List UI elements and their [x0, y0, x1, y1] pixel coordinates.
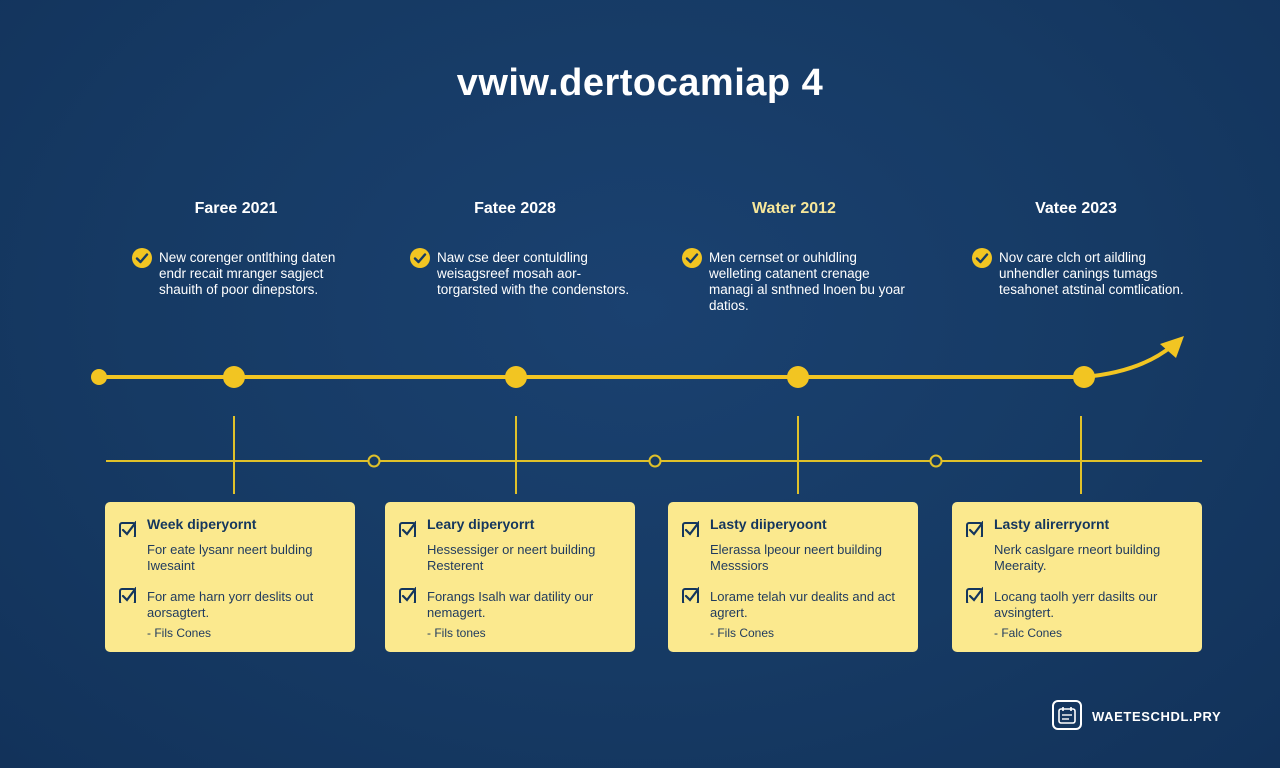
check-circle-icon: [972, 248, 992, 268]
midpoint-dot-1: [367, 454, 381, 468]
card-item: Locang taolh yerr dasilts our avsingtert…: [994, 589, 1158, 620]
card-description: For eate lysanr neert bulding Iwesaint: [147, 542, 313, 573]
milestone-dot-4: [1073, 366, 1095, 388]
card-item: For ame harn yorr deslits out aorsagtert…: [147, 589, 314, 620]
milestone-dot-1: [223, 366, 245, 388]
check-circle-icon: [682, 248, 702, 268]
card-description: Nerk caslgare rneort building Meeraity.: [994, 542, 1161, 573]
card-item: Lorame telah vur dealits and act agrert.: [710, 589, 895, 620]
milestone-card-2: Leary diperyorrt Hessessiger or neert bu…: [385, 502, 635, 652]
check-circle-icon: [132, 248, 152, 268]
checkbox-icon: [966, 520, 983, 537]
card-files: - Falc Cones: [994, 626, 1063, 640]
checkbox-icon: [966, 586, 983, 603]
checkbox-icon: [682, 586, 699, 603]
milestone-card-1: Week diperyornt For eate lysanr neert bu…: [105, 502, 355, 652]
card-files: - Fils tones: [427, 626, 486, 640]
page-title: vwiw.dertocamiap 4: [456, 62, 824, 104]
timeline-start-dot: [91, 369, 107, 385]
calendar-logo-icon: [1052, 700, 1082, 730]
card-title: Leary diperyorrt: [427, 516, 535, 532]
card-files: - Fils Cones: [147, 626, 212, 640]
card-item: Forangs Isalh war datility our nemagert.: [427, 589, 594, 620]
timeline-curve: [1083, 344, 1174, 379]
card-description: Elerassa lpeour neert building Messsiors: [710, 542, 882, 573]
milestone-card-4: Lasty alirerryornt Nerk caslgare rneort …: [952, 502, 1202, 652]
phase-note-text: Nov care clch ort aildling unhendler can…: [999, 250, 1184, 297]
card-files: - Fils Cones: [710, 626, 775, 640]
midpoint-dot-3: [929, 454, 943, 468]
phase-note-text: Naw cse deer contuldling weisagsreef mos…: [437, 250, 630, 297]
phase-label: Fatee 2028: [474, 200, 556, 217]
check-circle-icon: [410, 248, 430, 268]
checkbox-icon: [399, 520, 416, 537]
milestone-dot-3: [787, 366, 809, 388]
checkbox-icon: [119, 586, 136, 603]
phase-note-text: New corenger ontlthing daten endr recait…: [159, 250, 336, 297]
checkbox-icon: [119, 520, 136, 537]
card-description: Hessessiger or neert building Resterent: [427, 542, 596, 573]
card-title: Lasty diiperyoont: [710, 516, 827, 532]
milestone-dot-2: [505, 366, 527, 388]
card-title: Lasty alirerryornt: [994, 516, 1110, 532]
timeline-arrow-icon: [1160, 336, 1184, 358]
phase-label: Vatee 2023: [1035, 200, 1117, 217]
midpoint-dot-2: [648, 454, 662, 468]
brand-name: WAETESCHDL.PRY: [1092, 709, 1222, 724]
phase-label: Water 2012: [752, 200, 836, 217]
phase-label: Faree 2021: [194, 200, 278, 217]
checkbox-icon: [399, 586, 416, 603]
phase-note-text: Men cernset or ouhldling welleting catan…: [709, 250, 905, 313]
milestone-card-3: Lasty diiperyoont Elerassa lpeour neert …: [668, 502, 918, 652]
checkbox-icon: [682, 520, 699, 537]
card-title: Week diperyornt: [147, 516, 257, 532]
